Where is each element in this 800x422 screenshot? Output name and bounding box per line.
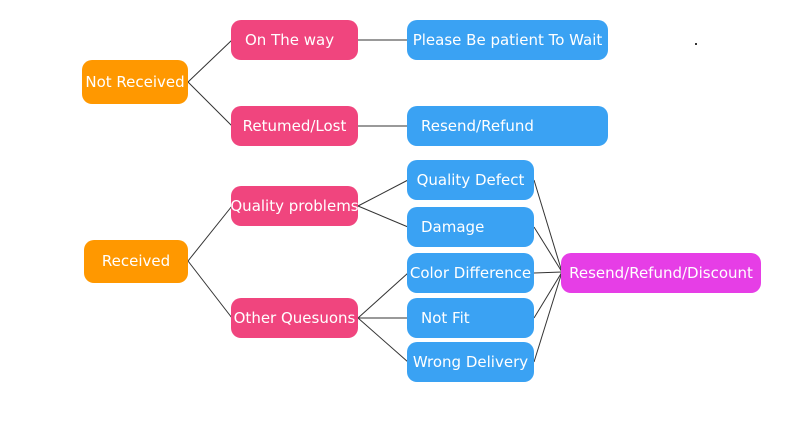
node-received: Received	[84, 240, 188, 283]
node-label: Wrong Delivery	[412, 352, 529, 371]
node-label: Other Quesuons	[233, 308, 356, 327]
node-label: Damage	[421, 217, 485, 236]
connector-line	[533, 179, 563, 273]
connector-line	[533, 226, 563, 273]
connector-line	[533, 271, 563, 319]
node-label: Not Fit	[421, 308, 470, 327]
node-label: Please Be patient To Wait	[412, 30, 603, 49]
node-please-wait: Please Be patient To Wait	[407, 20, 608, 60]
node-label: Resend/Refund/Discount	[569, 263, 753, 282]
node-other-questions: Other Quesuons	[231, 298, 358, 338]
connector-line	[187, 39, 233, 83]
connector-line	[357, 179, 409, 207]
node-label: Retumed/Lost	[242, 116, 347, 135]
node-label: Color Difference	[409, 263, 532, 282]
node-label: Quality Defect	[416, 170, 525, 189]
node-label: Not Received	[85, 72, 185, 91]
node-not-fit: Not Fit	[407, 298, 534, 338]
node-returned-lost: Retumed/Lost	[231, 106, 358, 146]
node-wrong-delivery: Wrong Delivery	[407, 342, 534, 382]
connector-line	[357, 272, 409, 319]
connector-line	[533, 271, 563, 363]
node-resend-refund: Resend/Refund	[407, 106, 608, 146]
node-label: Resend/Refund	[421, 116, 534, 135]
node-label: Quality problems	[230, 196, 359, 215]
node-label: On The way	[245, 30, 335, 49]
node-on-the-way: On The way	[231, 20, 358, 60]
connector-line	[357, 205, 409, 228]
node-quality-defect: Quality Defect	[407, 160, 534, 200]
connector-line	[187, 81, 233, 127]
connector-line	[187, 205, 233, 262]
node-color-difference: Color Difference	[407, 253, 534, 293]
connector-line	[533, 271, 563, 274]
stray-dot	[695, 43, 697, 45]
node-quality-problems: Quality problems	[230, 186, 359, 226]
node-not-received: Not Received	[82, 60, 188, 104]
connector-line	[357, 317, 409, 363]
node-label: Received	[101, 252, 171, 270]
node-damage: Damage	[407, 207, 534, 247]
connector-line	[187, 260, 233, 319]
node-resend-refund-discount: Resend/Refund/Discount	[561, 253, 761, 293]
